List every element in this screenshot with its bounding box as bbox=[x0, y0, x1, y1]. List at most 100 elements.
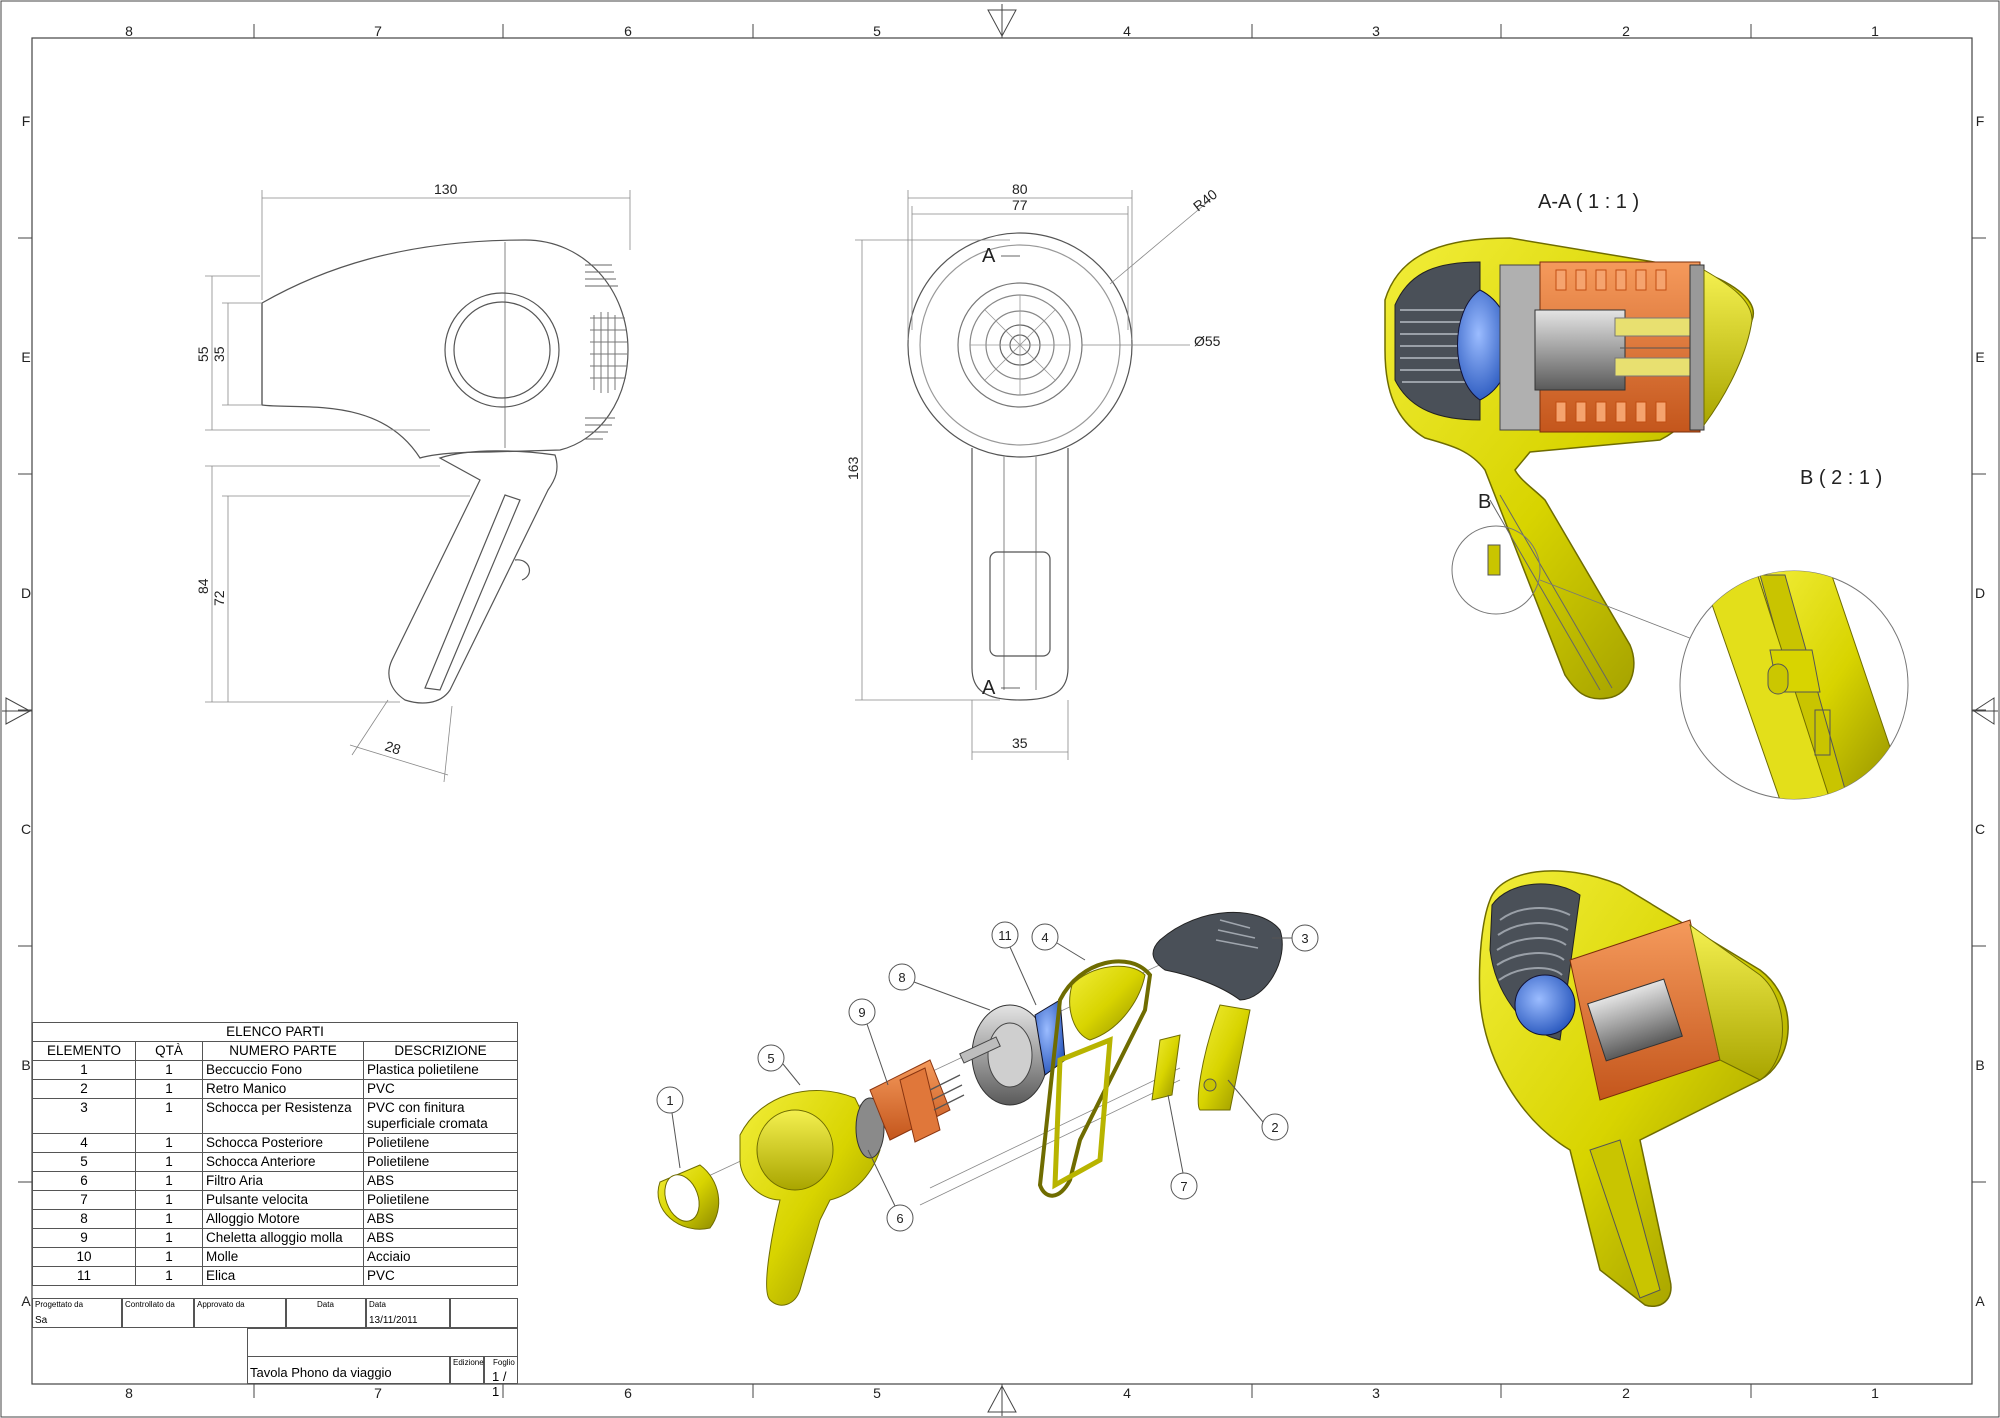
dim-r40: R40 bbox=[1190, 186, 1220, 215]
col-label-bottom: 1 bbox=[1871, 1385, 1879, 1401]
col-label-bottom: 7 bbox=[374, 1385, 382, 1401]
edition-cell: Edizione bbox=[450, 1356, 484, 1384]
checked-by-label: Controllato da bbox=[125, 1300, 175, 1309]
col-label-bottom: 6 bbox=[624, 1385, 632, 1401]
checked-by-cell: Controllato da bbox=[122, 1298, 194, 1328]
header-elemento: ELEMENTO bbox=[32, 1041, 136, 1061]
date-cell-1: Data bbox=[286, 1298, 366, 1328]
dim-130: 130 bbox=[434, 181, 458, 197]
cell-descrizione: ABS bbox=[363, 1209, 518, 1229]
cell-elemento: 2 bbox=[32, 1079, 136, 1099]
col-label-bottom: 2 bbox=[1622, 1385, 1630, 1401]
detail-view bbox=[1679, 570, 1909, 800]
balloon-1 bbox=[656, 1086, 684, 1169]
dim-35-front: 35 bbox=[1012, 735, 1028, 751]
title-block: Progettato da Sa Controllato da Approvat… bbox=[32, 1298, 518, 1399]
col-label-bottom: 3 bbox=[1372, 1385, 1380, 1401]
row-label-right: F bbox=[1976, 113, 1985, 129]
approved-by-label: Approvato da bbox=[197, 1300, 245, 1309]
col-label-top: 6 bbox=[624, 23, 632, 39]
parts-list-title: ELENCO PARTI bbox=[32, 1022, 518, 1042]
dim-77: 77 bbox=[1012, 197, 1028, 213]
balloon-6 bbox=[867, 1149, 914, 1232]
section-mark-bottom: A bbox=[982, 677, 996, 699]
header-qta: QTÀ bbox=[135, 1041, 203, 1061]
balloon-11-label: 11 bbox=[998, 928, 1012, 943]
balloon-5 bbox=[757, 1044, 801, 1086]
balloon-8 bbox=[888, 963, 991, 1011]
col-label-top: 7 bbox=[374, 23, 382, 39]
balloon-7-label: 7 bbox=[1180, 1179, 1187, 1194]
date-label-2: Data bbox=[369, 1300, 386, 1309]
row-label-left: E bbox=[21, 349, 30, 365]
parts-list-table: ELENCO PARTI ELEMENTO QTÀ NUMERO PARTE D… bbox=[32, 1022, 518, 1286]
balloon-3 bbox=[1272, 924, 1319, 952]
balloon-9 bbox=[848, 998, 889, 1086]
cell-numero-parte: Filtro Aria bbox=[202, 1171, 364, 1191]
col-label-top: 2 bbox=[1622, 23, 1630, 39]
cell-numero-parte: Retro Manico bbox=[202, 1079, 364, 1099]
row-label-right: D bbox=[1975, 585, 1985, 601]
balloon-1-label: 1 bbox=[666, 1093, 673, 1108]
cell-elemento: 7 bbox=[32, 1190, 136, 1210]
col-label-bottom: 4 bbox=[1123, 1385, 1131, 1401]
dim-35: 35 bbox=[211, 346, 227, 362]
cell-descrizione: Polietilene bbox=[363, 1133, 518, 1153]
section-view-title: A-A ( 1 : 1 ) bbox=[1538, 191, 1639, 213]
row-label-left: C bbox=[21, 821, 31, 837]
date-label-1: Data bbox=[317, 1300, 334, 1309]
balloon-5-label: 5 bbox=[767, 1051, 774, 1066]
header-descrizione: DESCRIZIONE bbox=[363, 1041, 518, 1061]
col-label-bottom: 8 bbox=[125, 1385, 133, 1401]
cell-qta: 1 bbox=[135, 1060, 203, 1080]
cell-elemento: 10 bbox=[32, 1247, 136, 1267]
dim-55: 55 bbox=[195, 346, 211, 362]
cell-numero-parte: Schocca per Resistenza bbox=[202, 1098, 364, 1134]
cell-qta: 1 bbox=[135, 1247, 203, 1267]
detail-mark-b: B bbox=[1478, 491, 1491, 513]
col-label-bottom: 5 bbox=[873, 1385, 881, 1401]
col-label-top: 4 bbox=[1123, 23, 1131, 39]
cell-elemento: 5 bbox=[32, 1152, 136, 1172]
cell-descrizione: Acciaio bbox=[363, 1247, 518, 1267]
designed-by-cell: Progettato da Sa bbox=[32, 1298, 122, 1328]
detail-view-title: B ( 2 : 1 ) bbox=[1800, 467, 1882, 489]
dim-84: 84 bbox=[195, 578, 211, 594]
cell-numero-parte: Schocca Posteriore bbox=[202, 1133, 364, 1153]
designed-by-label: Progettato da bbox=[35, 1300, 84, 1309]
cell-descrizione: PVC bbox=[363, 1079, 518, 1099]
balloon-4 bbox=[1031, 923, 1086, 961]
cell-qta: 1 bbox=[135, 1209, 203, 1229]
edition-label: Edizione bbox=[453, 1358, 484, 1367]
front-view-dimensions bbox=[855, 190, 1211, 760]
cell-numero-parte: Elica bbox=[202, 1266, 364, 1286]
cell-descrizione: PVC con finitura superficiale cromata bbox=[363, 1098, 518, 1134]
cell-descrizione: ABS bbox=[363, 1228, 518, 1248]
balloon-8-label: 8 bbox=[898, 970, 905, 985]
row-label-right: A bbox=[1975, 1293, 1985, 1309]
balloon-7 bbox=[1167, 1094, 1198, 1200]
dim-163: 163 bbox=[845, 456, 861, 480]
date-value: 13/11/2011 bbox=[369, 1315, 418, 1326]
isometric-cutaway-view bbox=[1478, 870, 1789, 1307]
cell-elemento: 3 bbox=[32, 1098, 136, 1134]
cell-elemento: 11 bbox=[32, 1266, 136, 1286]
approved-by-cell: Approvato da bbox=[194, 1298, 286, 1328]
cell-elemento: 9 bbox=[32, 1228, 136, 1248]
cell-qta: 1 bbox=[135, 1133, 203, 1153]
cell-qta: 1 bbox=[135, 1171, 203, 1191]
dim-28: 28 bbox=[383, 738, 403, 758]
